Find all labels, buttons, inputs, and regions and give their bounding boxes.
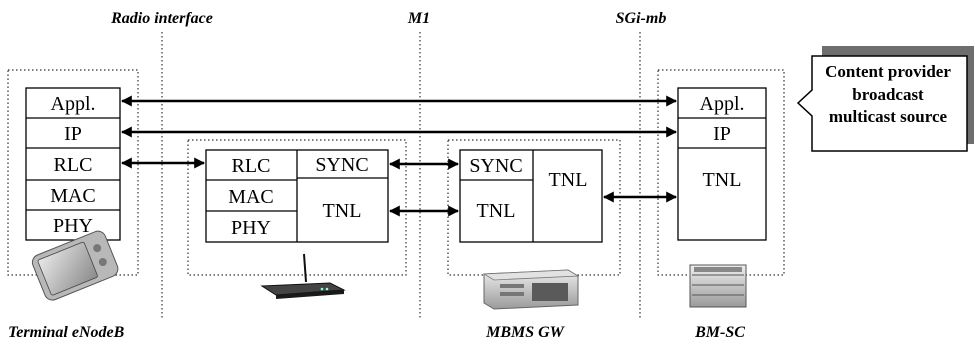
mbms-gw-tnl-right-cell: TNL	[549, 169, 588, 191]
enodeb-phy-cell: PHY	[231, 217, 271, 239]
mbms-gw-stack: SYNC TNL TNL	[460, 150, 602, 242]
terminal-rlc-cell: RLC	[54, 154, 93, 176]
callout-line-2: broadcast	[852, 85, 924, 104]
bmsc-stack: Appl. IP TNL	[678, 88, 766, 240]
callout-line-3: multicast source	[829, 107, 948, 126]
bmsc-tnl-cell: TNL	[703, 169, 742, 191]
callout-line-1: Content provider	[825, 62, 951, 81]
m1-interface-label: M1	[407, 10, 430, 27]
terminal-enodeb-label: Terminal eNodeB	[8, 324, 125, 341]
terminal-phy-cell: PHY	[53, 215, 93, 237]
mbms-gw-label: MBMS GW	[485, 324, 566, 341]
terminal-appl-cell: Appl.	[51, 93, 96, 115]
terminal-ip-cell: IP	[64, 123, 82, 145]
server-rack-icon	[690, 265, 746, 307]
enodeb-rlc-cell: RLC	[232, 155, 271, 177]
sgimb-interface-label: SGi-mb	[616, 10, 667, 27]
enodeb-tnl-cell: TNL	[323, 200, 362, 222]
mbms-gw-tnl-left-cell: TNL	[477, 200, 516, 222]
enodeb-stack: RLC MAC PHY SYNC TNL	[206, 150, 388, 242]
enodeb-sync-cell: SYNC	[315, 154, 368, 176]
enodeb-mac-cell: MAC	[228, 186, 274, 208]
bmsc-appl-cell: Appl.	[700, 93, 745, 115]
terminal-mac-cell: MAC	[50, 185, 96, 207]
server-icon	[484, 270, 578, 309]
router-icon	[262, 254, 344, 299]
bmsc-label: BM-SC	[694, 324, 745, 341]
bmsc-ip-cell: IP	[713, 123, 731, 145]
terminal-stack: Appl. IP RLC MAC PHY	[26, 88, 120, 240]
content-provider-callout: Content provider broadcast multicast sou…	[798, 46, 974, 151]
mbms-gw-sync-cell: SYNC	[469, 155, 522, 177]
radio-interface-label: Radio interface	[110, 10, 213, 27]
